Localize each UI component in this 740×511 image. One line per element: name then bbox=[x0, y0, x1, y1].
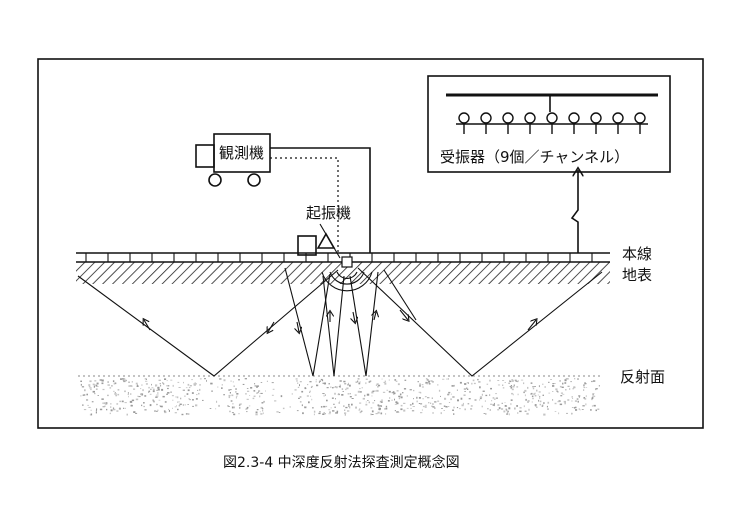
ray-path-inner-left bbox=[284, 267, 331, 377]
reflector-band bbox=[80, 378, 600, 416]
cable-label: 本線 bbox=[622, 245, 652, 263]
ground-layer bbox=[76, 262, 610, 284]
geophone-icon bbox=[546, 112, 558, 124]
figure-frame bbox=[37, 58, 704, 429]
reflector-label: 反射面 bbox=[620, 368, 665, 386]
ray-arrow bbox=[297, 321, 299, 332]
ray-path-outer-right bbox=[357, 267, 603, 377]
cable-line bbox=[76, 252, 610, 262]
receivers-label: 受振器（9個／チャンネル） bbox=[440, 148, 629, 166]
ray-arrow bbox=[268, 321, 275, 332]
ray-arrow bbox=[527, 320, 536, 331]
geophone-icon bbox=[524, 112, 536, 124]
geophone-icon bbox=[568, 112, 580, 124]
ray-arrow bbox=[353, 311, 355, 322]
surface-label: 地表 bbox=[622, 266, 652, 284]
geophone-icon bbox=[590, 112, 602, 124]
vibrator-truck bbox=[297, 223, 341, 259]
ray-arrow bbox=[144, 320, 151, 331]
ray-path-center-left bbox=[322, 275, 345, 377]
receiver-link bbox=[570, 170, 578, 253]
ray-arrow bbox=[374, 312, 376, 321]
cable-to-observation bbox=[270, 147, 371, 253]
vibrator-source bbox=[321, 256, 373, 292]
receiver-callout bbox=[427, 75, 671, 173]
vibrator-label: 起振機 bbox=[306, 204, 351, 222]
geophone-icon bbox=[502, 112, 514, 124]
geophone-icon bbox=[480, 112, 492, 124]
source-link-dotted bbox=[270, 157, 339, 253]
geophone-icon bbox=[612, 112, 624, 124]
ray-paths bbox=[77, 267, 603, 377]
geophone-icon bbox=[458, 112, 470, 124]
observation-unit-label: 観測機 bbox=[219, 144, 264, 162]
ray-path-center-right bbox=[349, 271, 379, 377]
geophone-icon bbox=[634, 112, 646, 124]
observation-truck bbox=[195, 133, 271, 187]
figure-caption: 図2.3-4 中深度反射法探査測定概念図 bbox=[223, 454, 460, 471]
ray-path-outer-left bbox=[77, 269, 339, 377]
ray-arrow bbox=[399, 309, 408, 320]
